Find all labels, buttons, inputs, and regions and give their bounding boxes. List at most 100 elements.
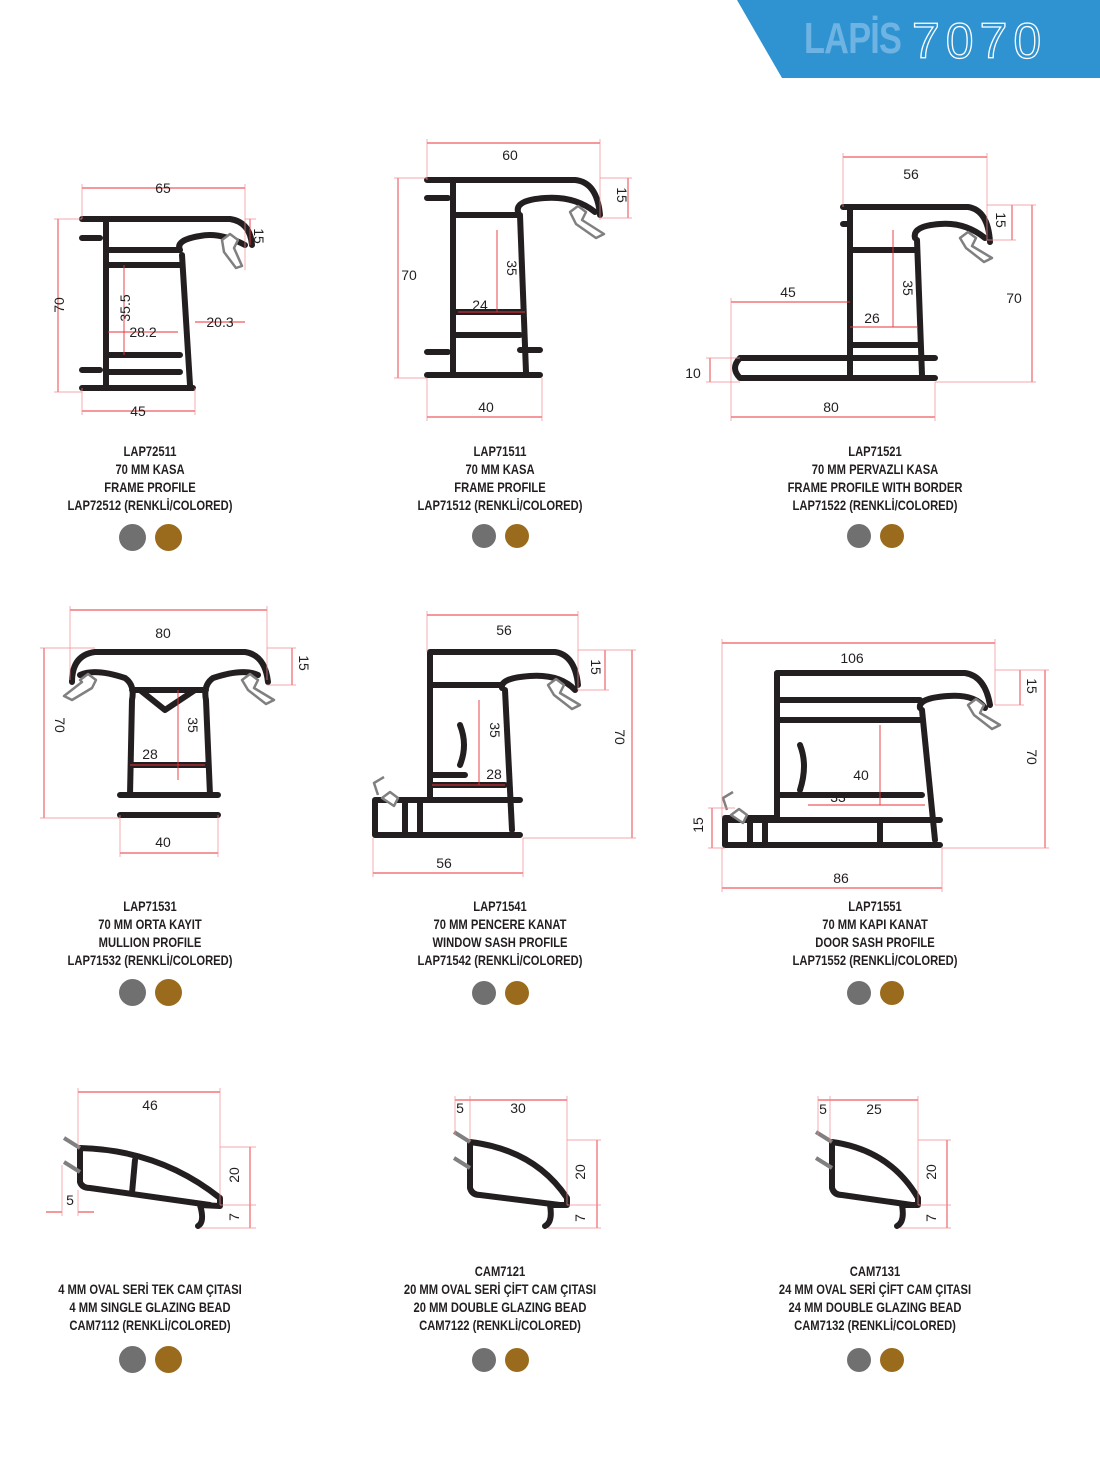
- swatch-gray: [119, 1346, 146, 1373]
- caption-line: CAM7112 (RENKLİ/COLORED): [69, 1317, 231, 1333]
- caption-line: MULLION PROFILE: [98, 934, 202, 950]
- swatch-gold: [880, 524, 904, 548]
- caption-line: 20 MM DOUBLE GLAZING BEAD: [413, 1299, 587, 1315]
- svg-text:56: 56: [436, 855, 452, 871]
- svg-text:15: 15: [296, 655, 312, 671]
- profile-code: LAP71511: [473, 443, 527, 459]
- caption-line: 24 MM OVAL SERİ ÇİFT CAM ÇITASI: [778, 1281, 972, 1297]
- profile-caption: CAM7131 24 MM OVAL SERİ ÇİFT CAM ÇITASI 24…: [755, 1262, 995, 1334]
- svg-text:86: 86: [833, 870, 849, 886]
- caption-line: FRAME PROFILE WITH BORDER: [787, 479, 963, 495]
- profile-drawing-cam7112: 46 20 7 5: [46, 1088, 256, 1229]
- svg-text:15: 15: [614, 187, 630, 203]
- swatch-gold: [155, 1346, 182, 1373]
- caption-line: LAP71552 (RENKLİ/COLORED): [792, 952, 958, 968]
- svg-text:5: 5: [819, 1101, 827, 1117]
- caption-line: FRAME PROFILE: [454, 479, 546, 495]
- svg-text:20: 20: [923, 1164, 939, 1180]
- swatch-gold: [505, 981, 529, 1005]
- profile-drawing-lap71551: 106 15 70 40 33 15 86: [690, 639, 1049, 892]
- color-swatches: [847, 1348, 904, 1372]
- caption-line: DOOR SASH PROFILE: [815, 934, 935, 950]
- profile-drawing-lap71531: 80 15 70 35 28 40: [40, 606, 312, 857]
- svg-text:15: 15: [1024, 678, 1040, 694]
- color-swatches: [119, 1346, 182, 1373]
- caption-line: 70 MM KASA: [465, 461, 535, 477]
- svg-text:35: 35: [487, 722, 503, 738]
- svg-text:20: 20: [572, 1164, 588, 1180]
- svg-text:7: 7: [572, 1214, 588, 1222]
- profile-code: CAM7121: [474, 1263, 526, 1279]
- svg-text:70: 70: [612, 729, 628, 745]
- caption-line: 70 MM PENCERE KANAT: [433, 916, 567, 932]
- svg-text:5: 5: [456, 1100, 464, 1116]
- swatch-gold: [880, 981, 904, 1005]
- caption-line: LAP71542 (RENKLİ/COLORED): [417, 952, 583, 968]
- profile-caption: CAM7121 20 MM OVAL SERİ ÇİFT CAM ÇITASI 20…: [380, 1262, 620, 1334]
- swatch-gold: [505, 1348, 529, 1372]
- svg-text:46: 46: [142, 1097, 158, 1113]
- header-banner: [737, 0, 1100, 78]
- svg-text:30: 30: [510, 1100, 526, 1116]
- svg-text:45: 45: [780, 284, 796, 300]
- caption-line: WINDOW SASH PROFILE: [432, 934, 568, 950]
- svg-text:15: 15: [690, 817, 706, 833]
- svg-text:70: 70: [1006, 290, 1022, 306]
- svg-text:5: 5: [66, 1192, 74, 1208]
- caption-line: 70 MM KASA: [115, 461, 185, 477]
- profile-code: LAP71541: [473, 898, 527, 914]
- profile-code: CAM7131: [849, 1263, 901, 1279]
- svg-text:35: 35: [900, 280, 916, 296]
- profile-code: LAP71531: [123, 898, 177, 914]
- profile-drawing-cam7121: 5 30 20 7: [452, 1096, 601, 1229]
- svg-text:26: 26: [864, 310, 880, 326]
- svg-text:40: 40: [853, 767, 869, 783]
- swatch-gold: [155, 524, 182, 551]
- svg-text:7: 7: [226, 1213, 242, 1221]
- swatch-gray: [847, 524, 871, 548]
- svg-text:70: 70: [401, 267, 417, 283]
- profile-caption: LAP71541 70 MM PENCERE KANAT WINDOW SASH P…: [380, 897, 620, 969]
- svg-text:45: 45: [130, 403, 146, 419]
- caption-line: FRAME PROFILE: [104, 479, 196, 495]
- svg-text:25: 25: [866, 1101, 882, 1117]
- caption-line: LAP71522 (RENKLİ/COLORED): [792, 497, 958, 513]
- caption-line: CAM7122 (RENKLİ/COLORED): [419, 1317, 581, 1333]
- model-name: 7070: [911, 12, 1048, 69]
- color-swatches: [472, 1348, 529, 1372]
- swatch-gray: [472, 981, 496, 1005]
- color-swatches: [847, 981, 904, 1005]
- svg-text:56: 56: [496, 622, 512, 638]
- swatch-gray: [472, 524, 496, 548]
- swatch-gold: [155, 979, 182, 1006]
- svg-text:56: 56: [903, 166, 919, 182]
- swatch-gray: [472, 1348, 496, 1372]
- svg-text:80: 80: [155, 625, 171, 641]
- profile-code: LAP72511: [123, 443, 177, 459]
- svg-text:40: 40: [155, 834, 171, 850]
- profile-drawing-lap72511: 65 70 15 45 35.5 28.2 20.3: [51, 180, 267, 419]
- svg-text:70: 70: [52, 717, 68, 733]
- svg-text:15: 15: [993, 212, 1009, 228]
- caption-line: 24 MM DOUBLE GLAZING BEAD: [788, 1299, 962, 1315]
- profile-drawing-cam7131: 5 25 20 7: [814, 1096, 951, 1229]
- profile-code: LAP71551: [848, 898, 902, 914]
- svg-text:80: 80: [823, 399, 839, 415]
- caption-line: 4 MM OVAL SERİ TEK CAM ÇITASI: [58, 1281, 242, 1297]
- svg-text:35: 35: [185, 717, 201, 733]
- profile-code: LAP71521: [848, 443, 902, 459]
- caption-line: 20 MM OVAL SERİ ÇİFT CAM ÇITASI: [403, 1281, 597, 1297]
- svg-text:28: 28: [142, 746, 158, 762]
- svg-text:20: 20: [226, 1167, 242, 1183]
- caption-line: 70 MM ORTA KAYIT: [98, 916, 202, 932]
- swatch-gold: [505, 524, 529, 548]
- swatch-gold: [880, 1348, 904, 1372]
- svg-text:15: 15: [588, 659, 604, 675]
- swatch-gray: [119, 979, 146, 1006]
- svg-text:24: 24: [472, 297, 488, 313]
- color-swatches: [472, 524, 529, 548]
